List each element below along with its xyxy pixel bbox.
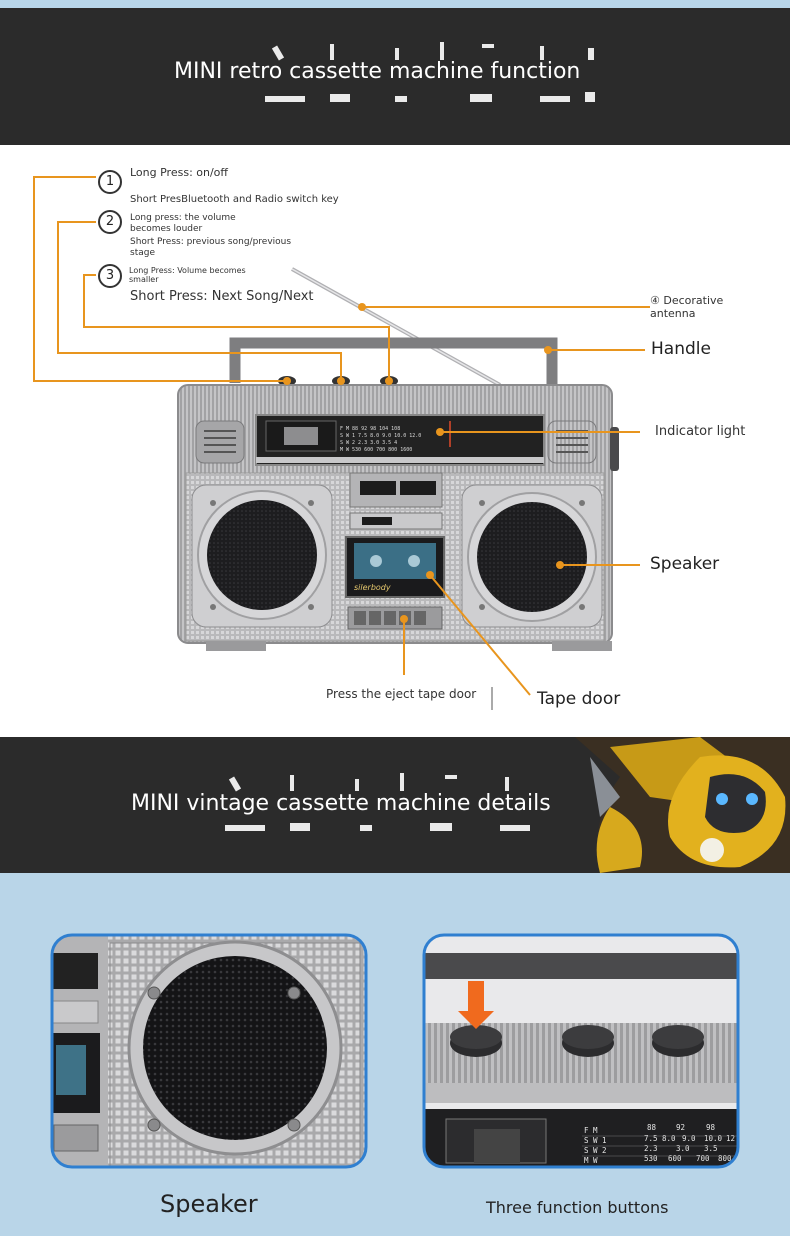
dial-value: 88 [647,1123,657,1132]
dial-row-1: F M 88 92 98 104 108 [340,426,400,432]
dial-value: 530 [644,1154,658,1163]
dial-value: 92 [676,1123,685,1132]
speaker-label: Speaker [650,554,720,574]
indicator-light [610,427,619,471]
brand-label: silerbody [354,583,391,592]
dial-value: 8.0 [662,1134,676,1143]
callout-lines [33,176,650,696]
dial-label-sw1: S W 1 [584,1136,607,1145]
dial-row-2: S W 1 7.5 8.0 9.0 10.0 12.0 [340,433,421,439]
buttons-closeup: F M 88 92 98 S W 1 7.5 8.0 9.0 10.0 12 S… [422,933,740,1169]
callout-2-short-a: Short Press: previous song/previous [130,237,292,247]
dial-value: 2.3 [644,1144,658,1153]
dial-value: 9.0 [682,1134,696,1143]
right-speaker [461,484,603,628]
tape-door-label: Tape door [537,689,621,709]
top-strip [0,0,790,8]
details-banner: MINI vintage cassette machine details [0,737,790,873]
callout-number-1: 1 [98,170,122,194]
banner-background-texture [225,737,790,873]
dial-value: 10.0 [704,1134,723,1143]
antenna-label-a: ④ Decorative [650,294,724,307]
dial-label-mw: M W [584,1156,598,1165]
callout-2-long-b: becomes louder [130,224,203,234]
callout-3-long-a: Long Press: Volume becomes [129,266,246,275]
left-speaker [191,484,333,628]
dial-label-sw2: S W 2 [584,1146,607,1155]
eject-label: Press the eject tape door [326,687,477,701]
banner-title: MINI retro cassette machine function [174,59,581,84]
callout-number-3: 3 [98,264,122,288]
banner-title: MINI vintage cassette machine details [131,791,551,816]
arrow-icon [458,981,494,1029]
dial-value: 600 [668,1154,682,1163]
handle-label: Handle [651,339,711,359]
product-diagram: F M 88 92 98 104 108 S W 1 7.5 8.0 9.0 1… [33,176,650,710]
dial-value: 3.0 [676,1144,690,1153]
dial-value: 800 [718,1154,732,1163]
callout-3-long-b: smaller [129,275,159,284]
speaker-caption: Speaker [160,1190,258,1218]
dial-value: 98 [706,1123,716,1132]
dial-row-3: S W 2 2.3 3.0 3.5 4 [340,440,397,446]
indicator-light-label: Indicator light [655,424,746,439]
callout-2-short-b: stage [130,248,155,258]
dial-value: 3.5 [704,1144,718,1153]
callout-1-long: Long Press: on/off [130,166,228,179]
banner-background-texture [265,42,595,102]
callout-3-short: Short Press: Next Song/Next [130,289,314,304]
dial-value: 7.5 [644,1134,658,1143]
dial-row-4: M W 530 600 700 800 1600 [340,447,412,453]
robot-illustration [575,737,790,873]
dial-value: 12 [726,1134,735,1143]
antenna-label-b: antenna [650,307,696,320]
function-banner: MINI retro cassette machine function [0,8,790,145]
callout-number-2: 2 [98,210,122,234]
callout-2-long-a: Long press: the volume [130,213,236,223]
speaker-closeup [50,933,368,1169]
buttons-caption: Three function buttons [486,1198,669,1217]
callout-1-short: Short PresBluetooth and Radio switch key [130,194,339,205]
handle [229,337,558,385]
dial-label-fm: F M [584,1126,598,1135]
dial-value: 700 [696,1154,710,1163]
